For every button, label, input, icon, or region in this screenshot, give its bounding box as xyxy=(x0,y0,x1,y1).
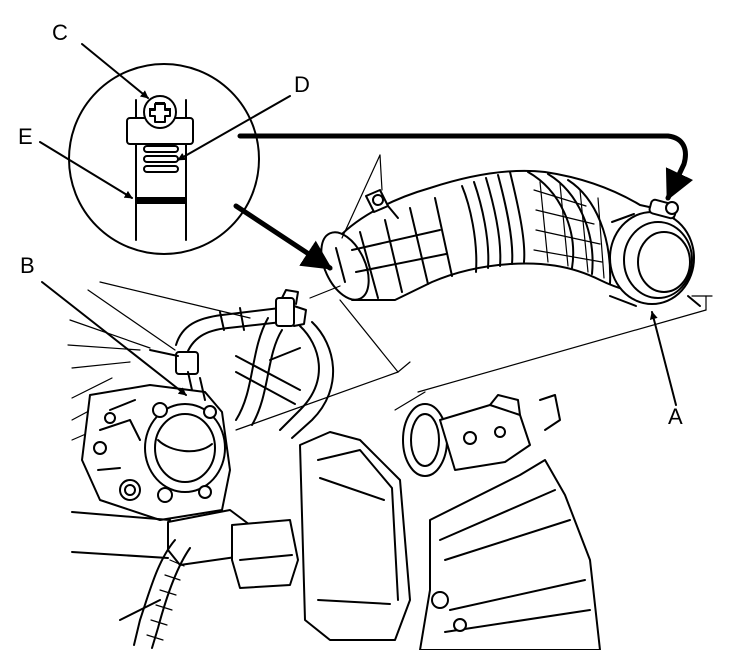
callout-e: E xyxy=(18,124,33,149)
callout-c: C xyxy=(52,20,68,45)
hose-clamp-detail xyxy=(68,63,260,255)
coolant-hoses xyxy=(175,289,334,439)
callout-d: D xyxy=(294,72,310,97)
air-cleaner-housing xyxy=(299,394,601,650)
mass-air-flow-sensor xyxy=(402,394,531,477)
installation-guide-lines xyxy=(235,154,713,431)
intake-air-duct xyxy=(320,169,701,307)
callout-b: B xyxy=(20,253,35,278)
engine-background-lines xyxy=(67,281,251,441)
callout-a: A xyxy=(668,404,683,429)
detail-connector-arrows xyxy=(233,133,694,271)
throttle-body xyxy=(81,349,231,521)
callout-leaders xyxy=(39,43,677,406)
wire-harness xyxy=(71,509,299,649)
